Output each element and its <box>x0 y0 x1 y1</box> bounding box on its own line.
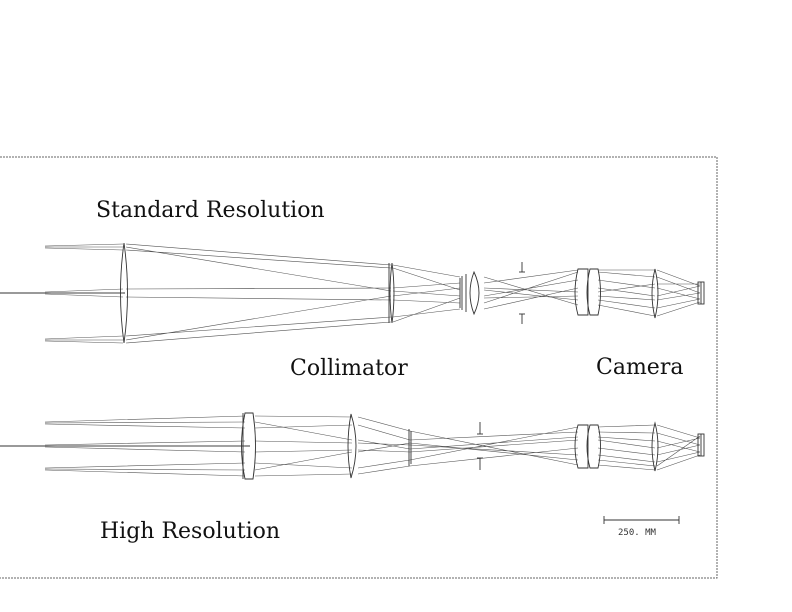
high-lens-2 <box>347 413 357 479</box>
collimator-label: Collimator <box>290 356 408 381</box>
standard-lens-elements <box>120 242 705 344</box>
standard-resolution-layout <box>0 242 705 344</box>
scale-bar: 250. MM <box>603 516 680 538</box>
standard-lens-4 <box>574 268 589 316</box>
standard-lens-3 <box>459 274 467 312</box>
high-ray-bundles <box>44 415 701 477</box>
high-lens-5 <box>651 421 659 472</box>
diagram-frame <box>0 156 718 579</box>
high-lens-3 <box>408 429 412 466</box>
high-lens-elements <box>241 412 705 480</box>
standard-lens-1 <box>120 242 128 344</box>
high-resolution-layout <box>0 412 705 480</box>
high-resolution-label: High Resolution <box>100 519 280 544</box>
camera-label: Camera <box>596 355 683 380</box>
high-lens-4 <box>574 424 589 469</box>
standard-lens-5 <box>651 268 659 319</box>
standard-ray-bundles <box>44 243 701 344</box>
high-lens-1 <box>241 412 256 480</box>
standard-lens-2 <box>389 262 395 324</box>
standard-resolution-label: Standard Resolution <box>96 198 325 223</box>
scale-bar-label: 250. MM <box>618 528 657 538</box>
